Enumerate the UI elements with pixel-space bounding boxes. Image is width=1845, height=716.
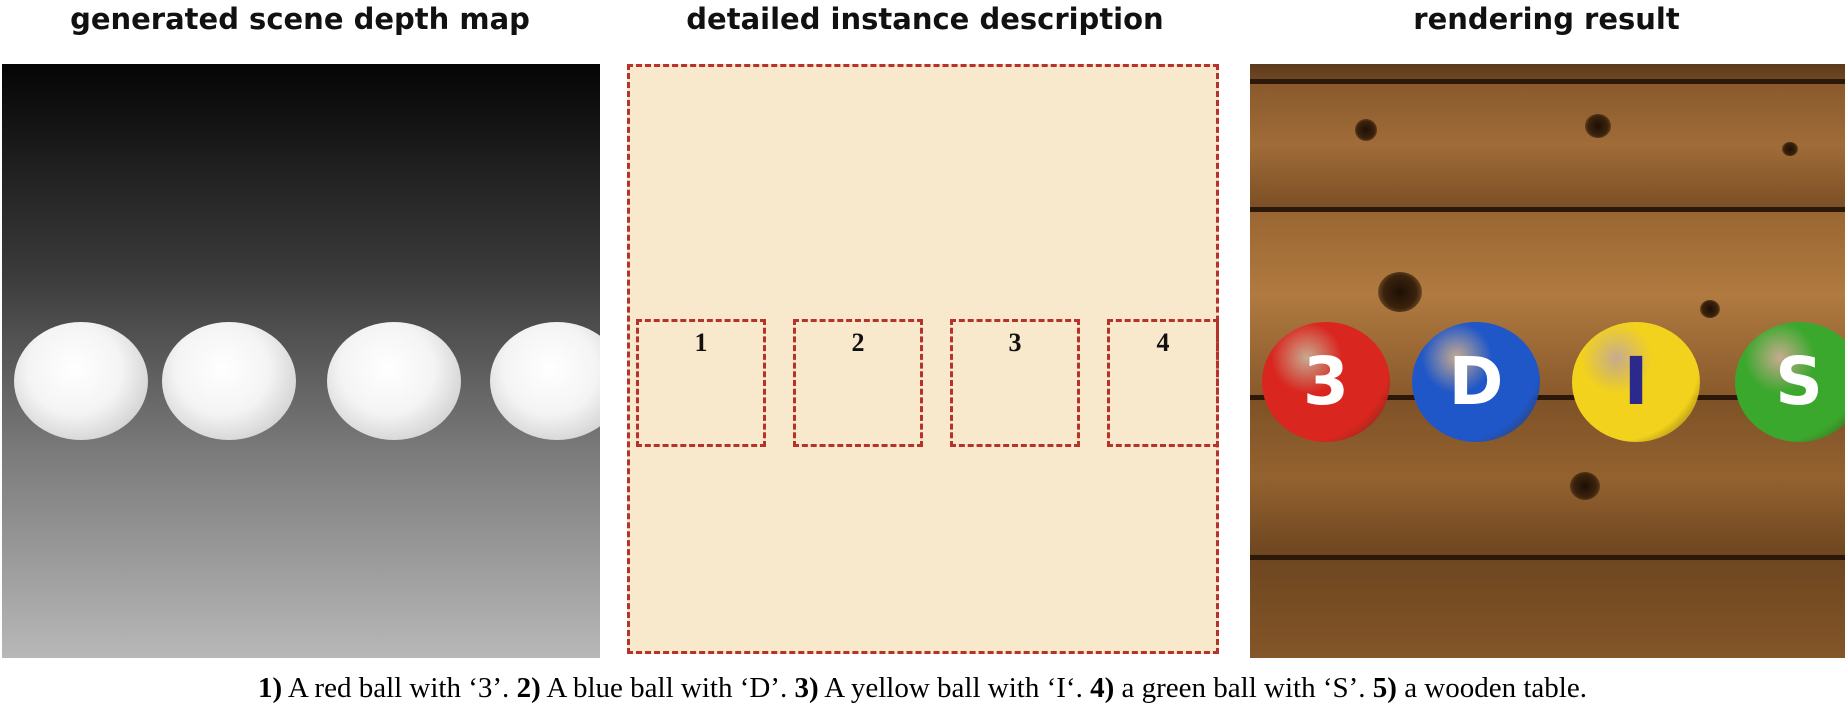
wood-plank xyxy=(1250,84,1845,212)
red-ball: 3 xyxy=(1262,322,1390,442)
caption-text: A red ball with ‘3’. xyxy=(282,672,517,704)
wood-knot xyxy=(1570,472,1600,500)
instance-box-3: 3 xyxy=(950,319,1080,447)
wood-plank xyxy=(1250,560,1845,658)
depth-map-image xyxy=(2,64,600,658)
caption-text: A blue ball with ‘D’. xyxy=(540,672,795,704)
caption-text: a green ball with ‘S’. xyxy=(1114,672,1373,704)
wood-knot xyxy=(1782,142,1798,156)
blue-ball: D xyxy=(1412,322,1540,442)
ball-label: 3 xyxy=(1303,343,1349,420)
ball-label: I xyxy=(1623,343,1649,420)
instance-box-1: 1 xyxy=(636,319,766,447)
instance-layout-canvas: 1 2 3 4 xyxy=(627,64,1219,654)
green-ball: S xyxy=(1735,322,1845,442)
wood-knot xyxy=(1700,300,1720,318)
figure-caption: 1) A red ball with ‘3’. 2) A blue ball w… xyxy=(0,672,1845,705)
caption-number: 2) xyxy=(516,672,541,704)
instance-box-2: 2 xyxy=(793,319,923,447)
rendered-image: 3 D I S xyxy=(1250,64,1845,658)
depth-ball xyxy=(490,322,600,440)
instance-box-number: 3 xyxy=(1008,328,1022,357)
instance-box-4: 4 xyxy=(1107,319,1219,447)
caption-number: 1) xyxy=(258,672,283,704)
caption-number: 4) xyxy=(1090,672,1115,704)
yellow-ball: I xyxy=(1572,322,1700,442)
depth-map-title: generated scene depth map xyxy=(70,2,530,36)
caption-number: 5) xyxy=(1372,672,1397,704)
wood-plank xyxy=(1250,64,1845,84)
instance-box-number: 2 xyxy=(851,328,865,357)
wood-knot xyxy=(1585,114,1611,138)
caption-text: A yellow ball with ‘I‘. xyxy=(818,672,1091,704)
wood-knot xyxy=(1378,272,1422,312)
instance-box-number: 4 xyxy=(1156,328,1170,357)
caption-text: a wooden table. xyxy=(1396,672,1587,704)
ball-label: S xyxy=(1775,343,1823,420)
depth-ball xyxy=(327,322,461,440)
rendering-result-title: rendering result xyxy=(1413,2,1680,36)
wood-knot xyxy=(1355,119,1377,141)
caption-number: 3) xyxy=(794,672,819,704)
depth-ball xyxy=(14,322,148,440)
instance-description-title: detailed instance description xyxy=(686,2,1164,36)
depth-ball xyxy=(162,322,296,440)
instance-box-number: 1 xyxy=(694,328,708,357)
ball-label: D xyxy=(1448,343,1504,420)
